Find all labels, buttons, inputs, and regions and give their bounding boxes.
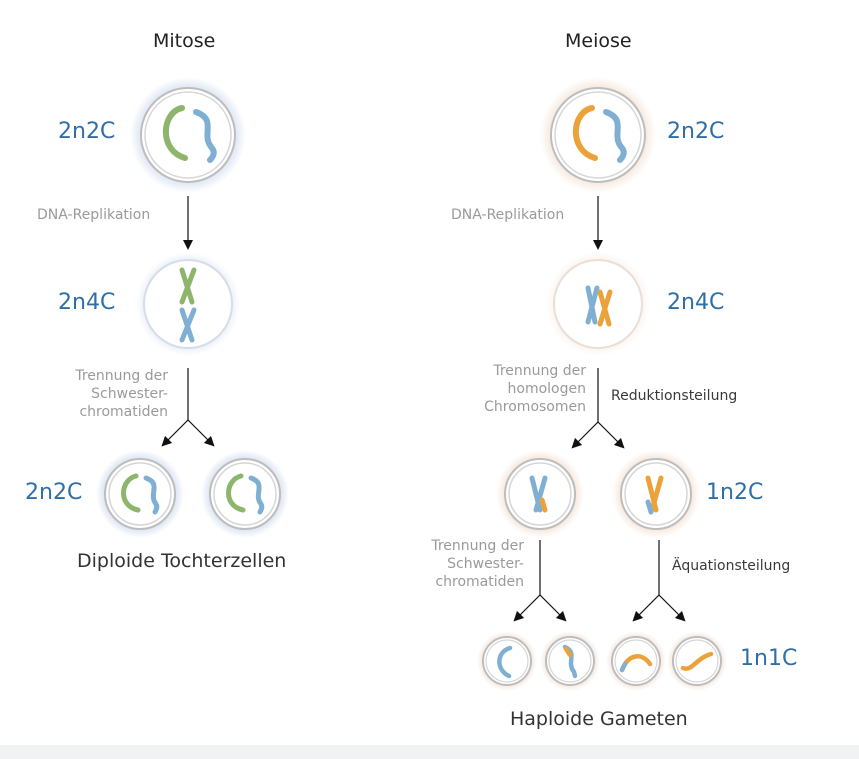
ploidy-label: 2n4C (667, 290, 725, 315)
ploidy-label: 2n2C (667, 119, 725, 144)
meiosis-cell-replicated (546, 252, 650, 356)
mitosis-cell-start (130, 77, 246, 193)
chromosome-icon (179, 307, 197, 343)
meiosis-cell-division1 (612, 450, 700, 538)
step-label: DNA-Replikation (37, 207, 151, 223)
result-caption: Haploide Gameten (510, 708, 688, 730)
gamete-cell (540, 631, 600, 691)
meiosis-cell-division1 (496, 450, 584, 538)
mitosis-daughter-cell (96, 450, 184, 538)
step-label: DNA-Replikation (451, 207, 565, 223)
ploidy-label: 2n2C (58, 119, 116, 144)
meiosis-title: Meiose (565, 30, 632, 52)
ploidy-label: 1n2C (706, 480, 764, 505)
mitosis-title: Mitose (153, 30, 216, 52)
mitosis-cell-replicated (136, 252, 240, 356)
footer-strip (0, 745, 859, 759)
split-arrow-icon (161, 368, 215, 447)
result-caption: Diploide Tochterzellen (77, 550, 287, 572)
chromosome-icon (597, 289, 613, 327)
split-arrow-icon (513, 540, 567, 622)
chromosome-icon (603, 109, 627, 163)
ploidy-label: 2n2C (25, 480, 83, 505)
step-label: Trennung der Schwester- chromatiden (75, 368, 168, 420)
step-label: Trennung der Schwester- chromatiden (431, 538, 524, 590)
meiosis-cell-start (540, 77, 656, 193)
mitosis-daughter-cell (201, 450, 289, 538)
chromosome-icon (572, 105, 598, 161)
split-arrow-icon (571, 368, 625, 449)
ploidy-label: 1n1C (740, 646, 798, 671)
chromosome-icon (585, 285, 600, 325)
division-label: Reduktionsteilung (611, 388, 738, 404)
division-label: Äquationsteilung (672, 558, 791, 574)
gamete-cell (606, 631, 666, 691)
chromosome-icon (193, 109, 217, 163)
split-arrow-icon (632, 540, 686, 622)
chromosome-icon (162, 105, 188, 161)
chromosome-icon (179, 267, 197, 305)
ploidy-label: 2n4C (58, 290, 116, 315)
step-label: Trennung der homologen Chromosomen (484, 363, 586, 415)
gamete-cell (477, 631, 537, 691)
gamete-cell (667, 631, 727, 691)
